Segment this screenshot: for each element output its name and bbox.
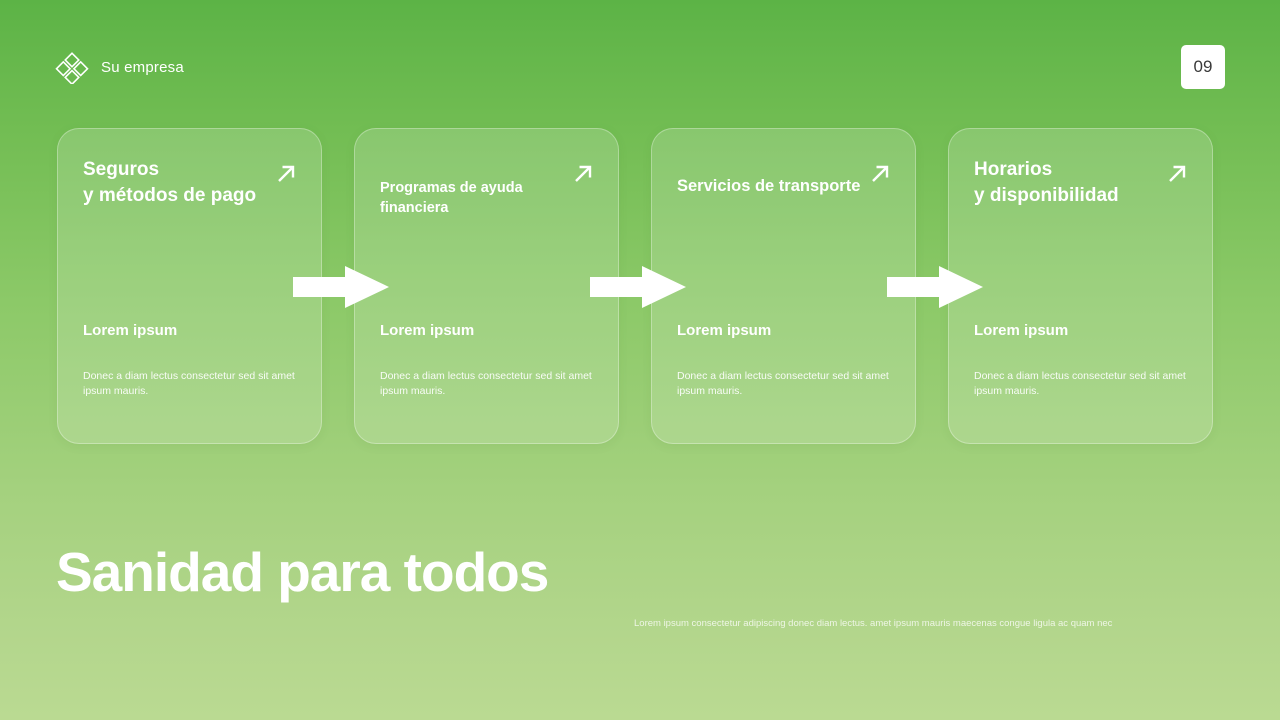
diamond-grid-logo-icon: [55, 50, 89, 84]
card-title: Seguros y métodos de pago: [83, 159, 257, 206]
card-header: Servicios de transporte: [677, 157, 891, 215]
card-body-text: Donec a diam lectus consectetur sed sit …: [677, 370, 889, 397]
card-subtitle: Lorem ipsum: [677, 322, 772, 339]
card-header: Programas de ayuda financiera: [380, 157, 594, 218]
card-subtitle: Lorem ipsum: [974, 322, 1069, 339]
card-title: Horarios y disponibilidad: [974, 159, 1119, 206]
card-subtitle: Lorem ipsum: [380, 322, 475, 339]
card-header: Seguros y métodos de pago: [83, 157, 297, 215]
brand-name: Su empresa: [101, 58, 184, 76]
card-title: Servicios de transporte: [677, 177, 861, 195]
right-arrow-icon: [887, 266, 983, 308]
card-row: Seguros y métodos de pago Lorem ipsum Do…: [57, 128, 1223, 444]
card-seguros[interactable]: Seguros y métodos de pago Lorem ipsum Do…: [57, 128, 322, 444]
card-horarios[interactable]: Horarios y disponibilidad Lorem ipsum Do…: [948, 128, 1213, 444]
card-programas-ayuda[interactable]: Programas de ayuda financiera Lorem ipsu…: [354, 128, 619, 444]
slide-header: Su empresa: [55, 50, 184, 84]
page-title: Sanidad para todos: [56, 541, 549, 603]
card-header: Horarios y disponibilidad: [974, 157, 1188, 215]
card-body-text: Donec a diam lectus consectetur sed sit …: [83, 370, 295, 397]
right-arrow-icon: [590, 266, 686, 308]
card-title: Programas de ayuda financiera: [380, 180, 523, 216]
page-number-badge: 09: [1181, 45, 1225, 89]
card-body-text: Donec a diam lectus consectetur sed sit …: [974, 370, 1186, 397]
footnote-text: Lorem ipsum consectetur adipiscing donec…: [634, 618, 1113, 629]
card-servicios-transporte[interactable]: Servicios de transporte Lorem ipsum Done…: [651, 128, 916, 444]
card-subtitle: Lorem ipsum: [83, 322, 178, 339]
right-arrow-icon: [293, 266, 389, 308]
card-body-text: Donec a diam lectus consectetur sed sit …: [380, 370, 592, 397]
